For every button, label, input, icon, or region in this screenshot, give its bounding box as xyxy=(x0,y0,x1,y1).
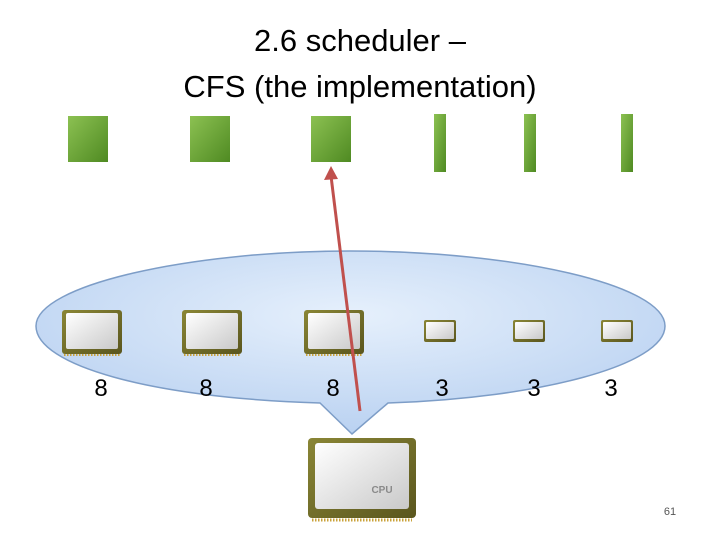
task-cpu-icon xyxy=(601,320,633,342)
page-number: 61 xyxy=(663,506,677,518)
timeslice-bar xyxy=(524,114,536,172)
timeslice-bar xyxy=(190,116,230,162)
title-line-2: CFS (the implementation) xyxy=(183,69,537,104)
task-weight-label: 3 xyxy=(527,375,540,402)
timeslice-bars xyxy=(68,114,633,172)
task-cpu-icon xyxy=(182,310,242,356)
timeslice-bar xyxy=(68,116,108,162)
timeslice-bar xyxy=(621,114,633,172)
timeslice-bar xyxy=(434,114,446,172)
schedule-arrow xyxy=(324,166,362,412)
task-cpu-icon xyxy=(513,320,545,342)
task-cpu-icon xyxy=(62,310,122,356)
timeslice-bar xyxy=(311,116,351,162)
arrow-head xyxy=(324,166,338,180)
cpu-label: CPU xyxy=(371,485,392,496)
task-weight-label: 8 xyxy=(326,375,339,402)
task-cpu-icon xyxy=(304,310,364,356)
main-cpu-icon: CPU xyxy=(308,438,416,522)
task-weight-label: 8 xyxy=(199,375,212,402)
slide-title: 2.6 scheduler – CFS (the implementation) xyxy=(0,18,720,110)
task-cpu-icon xyxy=(424,320,456,342)
task-weight-label: 3 xyxy=(435,375,448,402)
task-weight-label: 8 xyxy=(94,375,107,402)
task-weights: 8 8 8 3 3 3 xyxy=(94,375,617,402)
task-weight-label: 3 xyxy=(604,375,617,402)
title-line-1: 2.6 scheduler – xyxy=(254,23,466,58)
